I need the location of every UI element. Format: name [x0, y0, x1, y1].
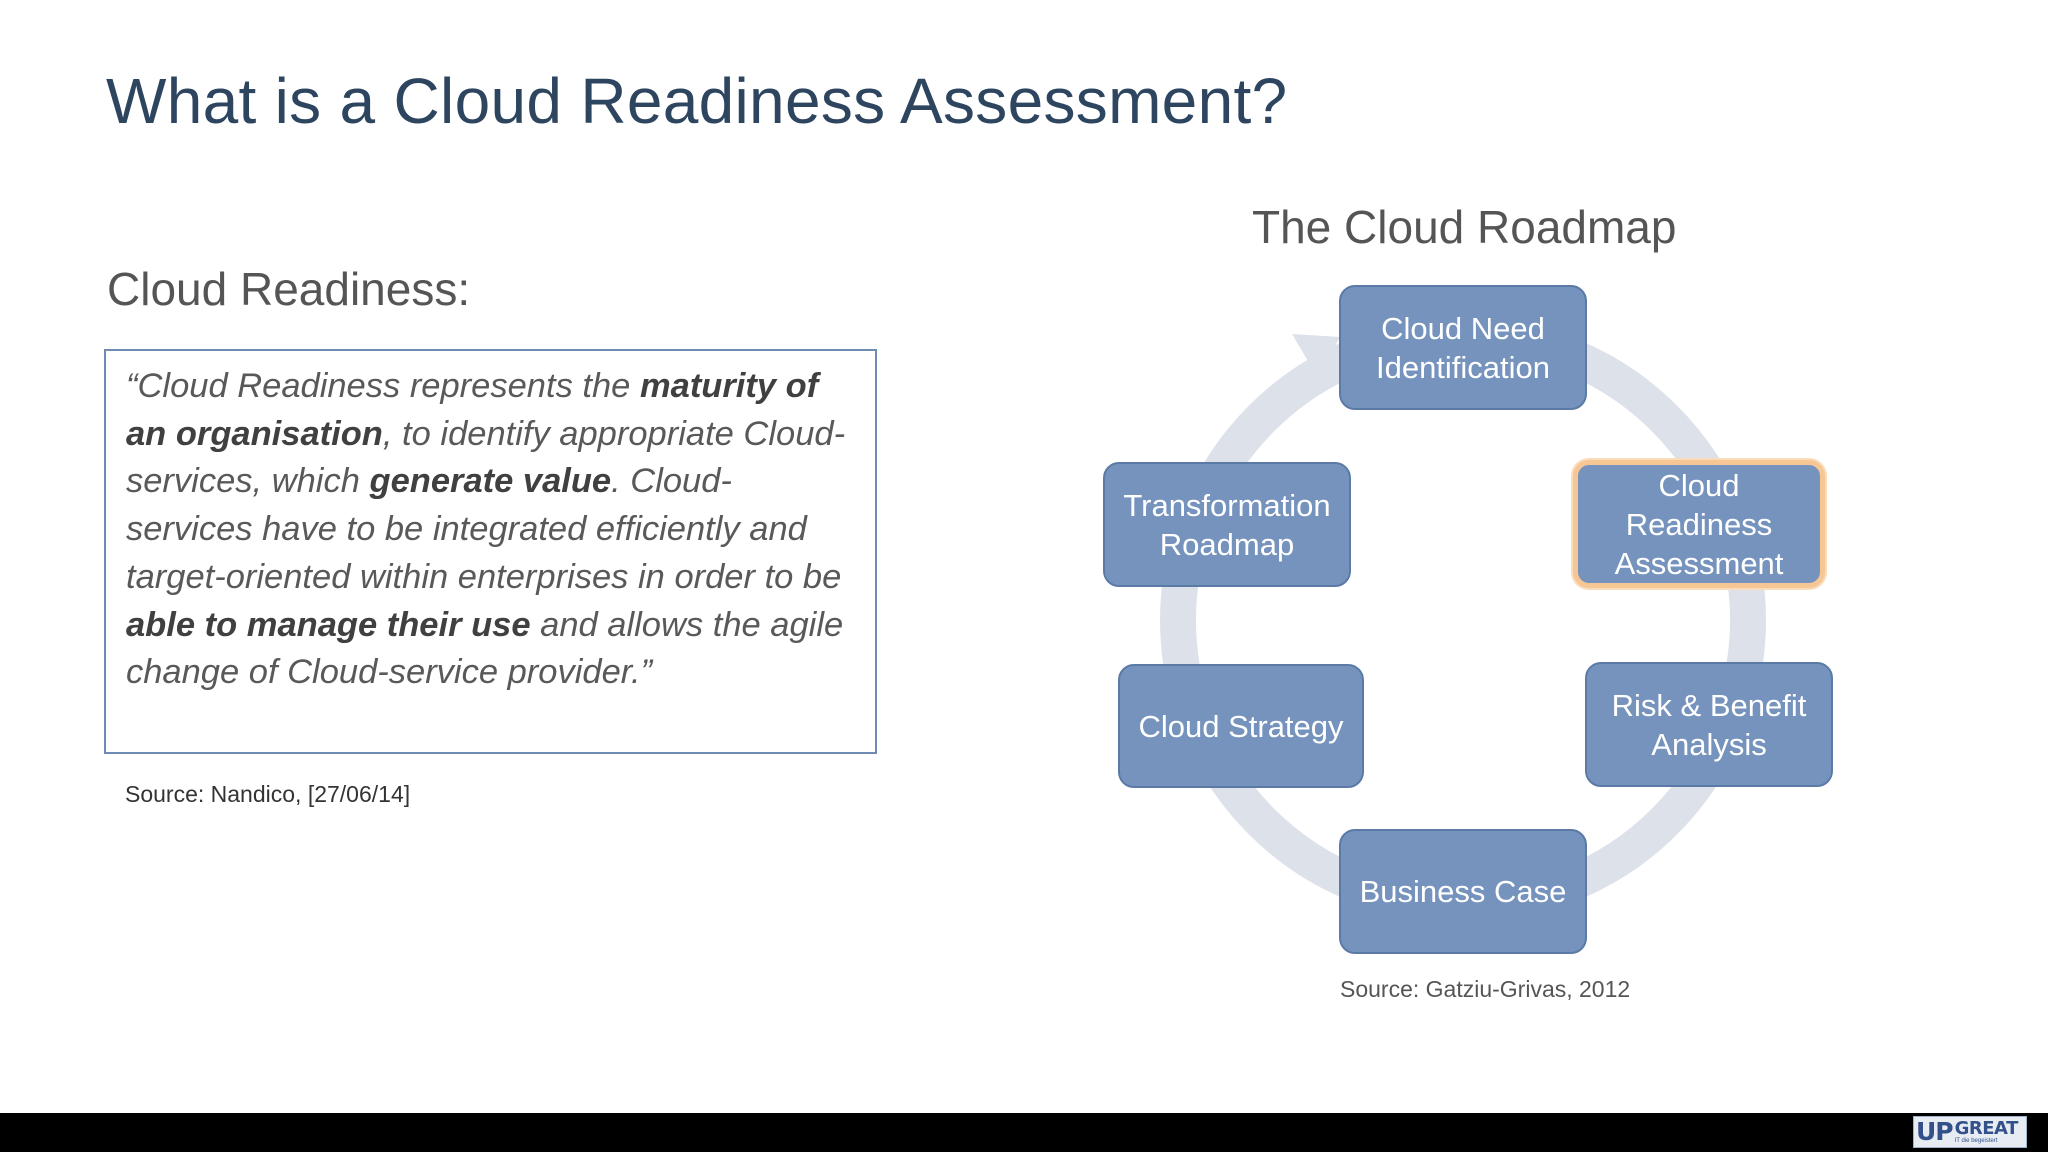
node-cloud-need-identification: Cloud Need Identification [1339, 285, 1587, 410]
definition-quote-box: “Cloud Readiness represents the maturity… [104, 349, 877, 754]
logo-tagline: IT die begeistert [1954, 1137, 1998, 1144]
quote-emphasis: maturity of an organisation [126, 367, 819, 453]
quote-segment: “Cloud Readiness represents the [126, 367, 640, 405]
quote-source: Source: Nandico, [27/06/14] [125, 781, 411, 807]
quote-emphasis: able to manage their use [126, 605, 531, 644]
node-transformation-roadmap: Transformation Roadmap [1103, 462, 1351, 587]
logo-up-text: UP [1916, 1117, 1954, 1146]
diagram-title: The Cloud Roadmap [1252, 201, 1677, 253]
slide-title: What is a Cloud Readiness Assessment? [106, 65, 1288, 137]
quote-segment: , to identify appropriate Cloud-services… [126, 414, 846, 501]
bottom-bar [0, 1113, 2048, 1152]
section-heading: Cloud Readiness: [107, 263, 471, 315]
cycle-arrowhead [1292, 334, 1340, 378]
cycle-ring [1160, 317, 1766, 923]
node-cloud-readiness-assessment: Cloud Readiness Assessment [1573, 460, 1825, 588]
quote-segment: . Cloud-services have to be integrated e… [126, 462, 842, 596]
diagram-source: Source: Gatziu-Grivas, 2012 [1340, 976, 1631, 1002]
slide: What is a Cloud Readiness Assessment? Cl… [104, 65, 1833, 1002]
definition-quote: “Cloud Readiness represents the maturity… [126, 363, 857, 697]
node-business-case: Business Case [1339, 829, 1587, 954]
logo-great-text: GREAT [1954, 1117, 2019, 1139]
node-cloud-strategy: Cloud Strategy [1118, 664, 1364, 788]
upgreat-logo: UP GREAT IT die begeistert [1913, 1116, 2027, 1148]
quote-emphasis: generate value [369, 462, 612, 501]
node-risk-benefit-analysis: Risk & Benefit Analysis [1585, 662, 1833, 787]
quote-segment: and allows the agile change of Cloud-ser… [126, 605, 844, 692]
